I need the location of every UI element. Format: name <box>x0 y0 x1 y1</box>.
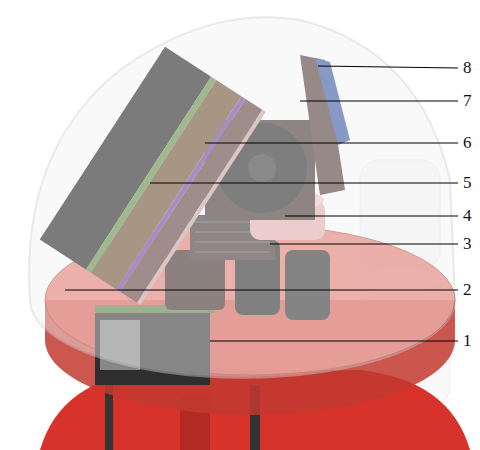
dome-shell <box>29 17 455 378</box>
callout-number: 2 <box>463 281 472 299</box>
callout-number: 6 <box>463 134 472 152</box>
callout-number: 1 <box>463 332 472 350</box>
callout-number: 8 <box>463 59 472 77</box>
callout-number: 4 <box>463 207 472 225</box>
callout-number: 7 <box>463 92 472 110</box>
callout-number: 3 <box>463 235 472 253</box>
callout-number: 5 <box>463 174 472 192</box>
leader-lines <box>65 66 458 341</box>
